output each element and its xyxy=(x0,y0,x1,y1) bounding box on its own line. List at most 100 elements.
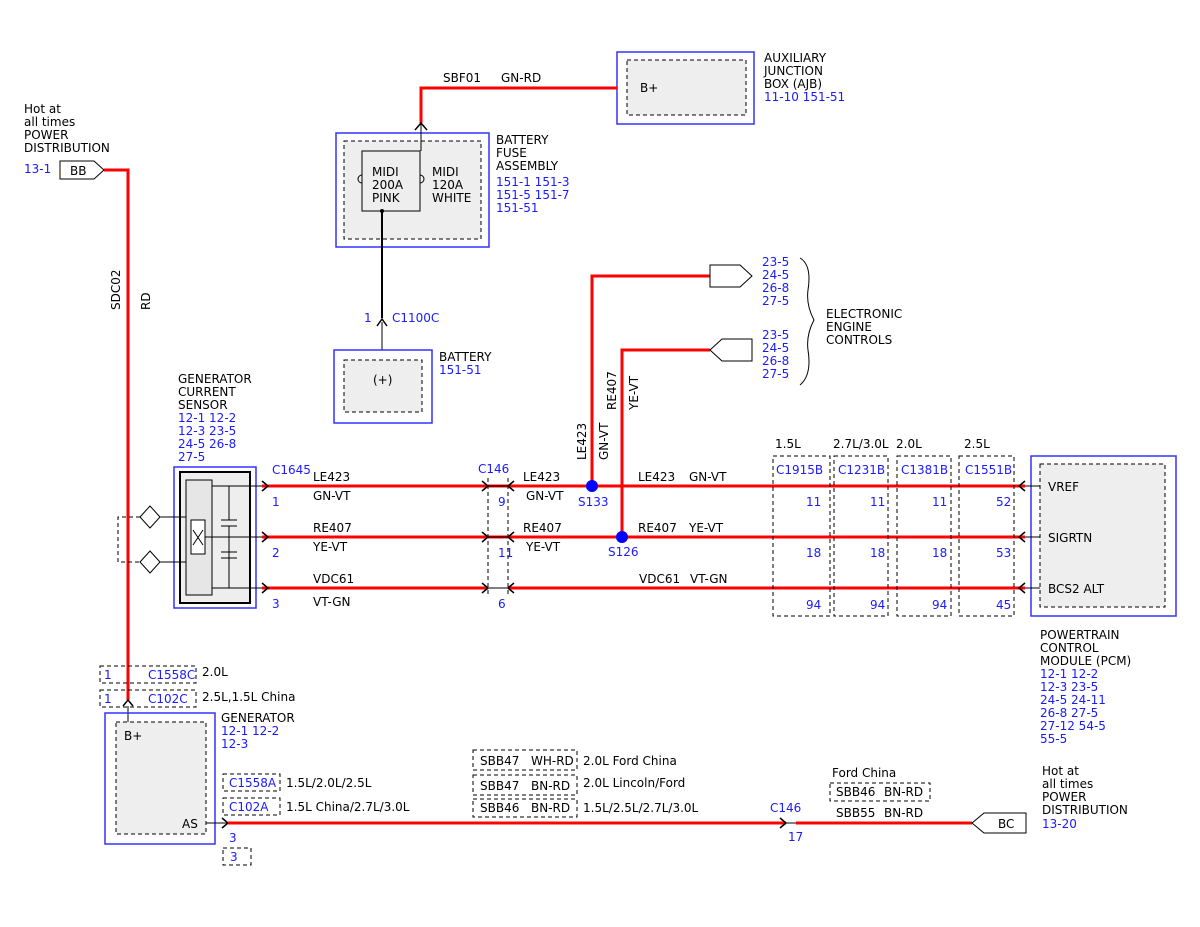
sbb46-box xyxy=(472,798,578,818)
splice-s133[interactable] xyxy=(586,480,598,492)
re407-pin-c146[interactable]: 11 xyxy=(498,546,513,560)
c1915b-name[interactable]: C1915B xyxy=(776,463,823,477)
hot-ref[interactable]: 13-1 xyxy=(24,162,51,176)
pcm-refs-4[interactable]: 27-12 54-5 xyxy=(1040,719,1106,733)
sbf01-wire xyxy=(419,86,617,123)
le423-pin-gcs[interactable]: 1 xyxy=(272,495,280,509)
pcm-label-3: MODULE (PCM) xyxy=(1040,654,1131,668)
vdc61-pin-gcs[interactable]: 3 xyxy=(272,597,280,611)
c1915b-pin1[interactable]: 11 xyxy=(806,495,821,509)
c1558a-variant: 1.5L/2.0L/2.5L xyxy=(286,776,372,790)
gcs-label-1: GENERATOR xyxy=(178,372,252,386)
fuse-assembly-ref-1[interactable]: 151-1 151-3 xyxy=(496,175,570,189)
eec-refs1-1[interactable]: 24-5 xyxy=(762,268,789,282)
c1645-connector[interactable]: C1645 xyxy=(272,463,311,477)
gcs-refs-3[interactable]: 27-5 xyxy=(178,450,205,464)
fuse-assembly-ref-3[interactable]: 151-51 xyxy=(496,201,539,215)
eec-refs2-0[interactable]: 23-5 xyxy=(762,328,789,342)
pcm-refs-5[interactable]: 55-5 xyxy=(1040,732,1067,746)
eec-refs2-1[interactable]: 24-5 xyxy=(762,341,789,355)
c1551b-variant: 2.5L xyxy=(964,437,990,451)
powertrain-control-module: VREF SIGRTN BCS2 ALT POWERTRAIN CONTROL … xyxy=(1017,455,1177,746)
sdc02-color: RD xyxy=(139,292,153,310)
as-pin-alt[interactable]: 3 xyxy=(230,850,238,864)
gcs-label-3: SENSOR xyxy=(178,398,228,412)
c1915b-pin2[interactable]: 18 xyxy=(806,546,821,560)
sbb55-circuit: SBB55 xyxy=(836,806,875,820)
as-pin[interactable]: 3 xyxy=(229,831,237,845)
c1558a-name[interactable]: C1558A xyxy=(229,776,277,790)
gcs-refs-1[interactable]: 12-3 23-5 xyxy=(178,424,236,438)
pcm-pin-sigrtn: SIGRTN xyxy=(1048,531,1092,545)
hot-label-3: POWER xyxy=(24,128,68,142)
bb-tag: BB xyxy=(70,164,86,178)
battery-ref[interactable]: 151-51 xyxy=(439,363,482,377)
c1381b-pin1[interactable]: 11 xyxy=(932,495,947,509)
ajb-label-2: JUNCTION xyxy=(763,64,823,78)
eec-refs1-2[interactable]: 26-8 xyxy=(762,281,789,295)
le423-pin-c146[interactable]: 9 xyxy=(498,495,506,509)
re407-color-mid: YE-VT xyxy=(525,540,561,554)
le423-circuit-right: LE423 xyxy=(638,470,675,484)
gcs-refs-0[interactable]: 12-1 12-2 xyxy=(178,411,236,425)
eec-refs1-0[interactable]: 23-5 xyxy=(762,255,789,269)
pcm-refs-1[interactable]: 12-3 23-5 xyxy=(1040,680,1098,694)
sbb-opt1-variant: 2.0L Ford China xyxy=(583,754,677,768)
c1100c-pin[interactable]: 1 xyxy=(364,311,372,325)
c1231b-pin3[interactable]: 94 xyxy=(870,598,885,612)
c1231b-name[interactable]: C1231B xyxy=(838,463,885,477)
c1100c-connector[interactable]: C1100C xyxy=(392,311,439,325)
c1231b-pin2[interactable]: 18 xyxy=(870,546,885,560)
c1381b-pin3[interactable]: 94 xyxy=(932,598,947,612)
pcm-label-1: POWERTRAIN xyxy=(1040,628,1120,642)
splice-s126[interactable] xyxy=(616,531,628,543)
eec-refs2-3[interactable]: 27-5 xyxy=(762,367,789,381)
s133-label[interactable]: S133 xyxy=(578,495,609,509)
ajb-refs[interactable]: 11-10 151-51 xyxy=(764,90,845,104)
fuse-assembly-label-3: ASSEMBLY xyxy=(496,159,559,173)
c1558c-name[interactable]: C1558C xyxy=(148,668,195,682)
re407-circuit-mid: RE407 xyxy=(523,521,562,535)
eec-refs2-2[interactable]: 26-8 xyxy=(762,354,789,368)
pcm-refs-2[interactable]: 24-5 24-11 xyxy=(1040,693,1106,707)
c1381b-variant: 2.0L xyxy=(896,437,922,451)
generator-refs-1[interactable]: 12-1 12-2 xyxy=(221,724,279,738)
le423-eec-wire xyxy=(590,274,710,486)
ford-china-circuit: SBB46 xyxy=(836,785,875,799)
s126-label[interactable]: S126 xyxy=(608,545,639,559)
c146-bottom-name[interactable]: C146 xyxy=(770,801,801,815)
fuse-assembly-ref-2[interactable]: 151-5 151-7 xyxy=(496,188,570,202)
bb-connector-tag xyxy=(59,160,105,180)
eec-refs1-3[interactable]: 27-5 xyxy=(762,294,789,308)
re407-pin-gcs[interactable]: 2 xyxy=(272,546,280,560)
fuse-assembly-label-1: BATTERY xyxy=(496,133,549,147)
vdc61-pin-c146[interactable]: 6 xyxy=(498,597,506,611)
c146-connector[interactable]: C146 xyxy=(478,462,509,476)
le423-circuit-left: LE423 xyxy=(313,470,350,484)
c1551b-pin3[interactable]: 45 xyxy=(996,598,1011,612)
hot2-ref[interactable]: 13-20 xyxy=(1042,817,1077,831)
c1915b-pin3[interactable]: 94 xyxy=(806,598,821,612)
pcm-refs-3[interactable]: 26-8 27-5 xyxy=(1040,706,1098,720)
c102a-name[interactable]: C102A xyxy=(229,800,269,814)
c1558c-pin[interactable]: 1 xyxy=(104,668,112,682)
generator-refs-2[interactable]: 12-3 xyxy=(221,737,248,751)
gcs-refs-2[interactable]: 24-5 26-8 xyxy=(178,437,236,451)
fuse2-line3: WHITE xyxy=(432,191,471,205)
pcm-refs-0[interactable]: 12-1 12-2 xyxy=(1040,667,1098,681)
ford-china-label: Ford China xyxy=(832,766,896,780)
c102c-box xyxy=(99,689,197,708)
c102c-name[interactable]: C102C xyxy=(148,692,188,706)
c1551b-pin1[interactable]: 52 xyxy=(996,495,1011,509)
c1381b-pin2[interactable]: 18 xyxy=(932,546,947,560)
re407-color-right: YE-VT xyxy=(688,521,724,535)
le423-color-mid: GN-VT xyxy=(526,489,564,503)
c146-bottom-pin[interactable]: 17 xyxy=(788,830,803,844)
c102c-pin[interactable]: 1 xyxy=(104,692,112,706)
sbb47-wh-box xyxy=(472,749,578,771)
c1551b-name[interactable]: C1551B xyxy=(965,463,1012,477)
c1551b-pin2[interactable]: 53 xyxy=(996,546,1011,560)
c1231b-pin1[interactable]: 11 xyxy=(870,495,885,509)
c1381b-name[interactable]: C1381B xyxy=(901,463,948,477)
